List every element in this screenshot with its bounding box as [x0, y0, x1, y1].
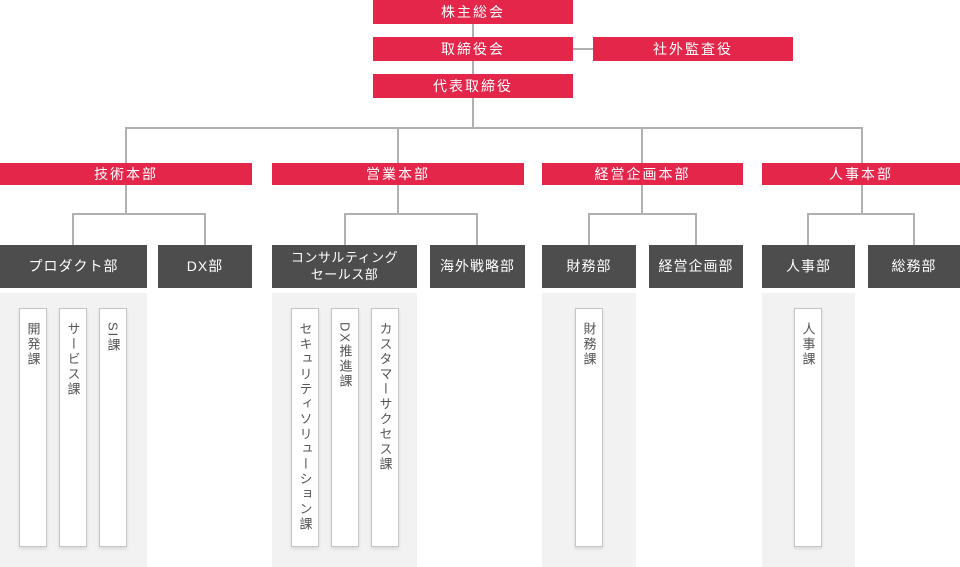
dept-label: DX部	[186, 258, 224, 275]
connector-line	[72, 213, 74, 245]
connector-line	[861, 127, 863, 163]
dept-box-corporate-planning-dept: 経営企画部	[649, 245, 743, 288]
connector-line	[807, 213, 915, 215]
section-box-security-solution: セキュリティソリューション課	[291, 308, 319, 547]
connector-line	[125, 127, 863, 129]
box-label: 社外監査役	[653, 41, 733, 57]
dept-label-line2: セールス部	[310, 266, 379, 282]
connector-line	[397, 185, 399, 215]
dept-label: 総務部	[891, 258, 937, 275]
connector-line	[204, 213, 206, 245]
box-board-of-directors: 取締役会	[373, 37, 573, 61]
section-label: セキュリティソリューション課	[297, 322, 313, 532]
section-box-hr-section: 人事課	[794, 308, 822, 547]
connector-line	[125, 127, 127, 163]
dept-label: 海外戦略部	[440, 258, 515, 275]
section-label: 開発課	[25, 322, 41, 367]
connector-line	[344, 213, 346, 245]
connector-line	[476, 213, 478, 245]
connector-line	[641, 185, 643, 215]
dept-box-dx: DX部	[158, 245, 252, 288]
connector-line	[72, 213, 206, 215]
section-box-dx-promotion: DX推進課	[331, 308, 359, 547]
box-representative-director: 代表取締役	[373, 74, 573, 98]
dept-box-finance: 財務部	[542, 245, 636, 288]
box-label: 株主総会	[441, 4, 505, 20]
section-label: SI課	[105, 322, 121, 354]
connector-line	[344, 213, 478, 215]
division-label: 技術本部	[94, 166, 158, 182]
dept-box-general-affairs: 総務部	[868, 245, 960, 288]
connector-line	[472, 61, 474, 74]
section-label: カスタマーサクセス課	[377, 322, 393, 472]
connector-line	[913, 213, 915, 245]
connector-line	[472, 98, 474, 128]
connector-line	[125, 185, 127, 215]
division-label: 人事本部	[829, 166, 893, 182]
dept-label-line1: コンサルティング	[290, 249, 399, 265]
dept-label: 人事部	[786, 258, 831, 275]
connector-line	[588, 213, 697, 215]
dept-label: 財務部	[566, 258, 612, 275]
dept-label: 経営企画部	[658, 258, 734, 275]
connector-line	[573, 48, 593, 50]
box-label: 代表取締役	[433, 78, 513, 94]
dept-box-hr-dept: 人事部	[762, 245, 855, 288]
division-label: 営業本部	[366, 166, 430, 182]
dept-box-consulting-sales: コンサルティング セールス部	[272, 245, 417, 288]
division-bar-corporate-planning: 経営企画本部	[542, 163, 743, 185]
section-box-service: サービス課	[59, 308, 87, 547]
connector-line	[861, 185, 863, 215]
section-box-si: SI課	[99, 308, 127, 547]
box-outside-auditor: 社外監査役	[593, 37, 793, 61]
division-bar-hr: 人事本部	[762, 163, 960, 185]
section-label: 財務課	[581, 322, 597, 367]
connector-line	[472, 24, 474, 37]
section-label: DX推進課	[337, 322, 353, 390]
connector-line	[695, 213, 697, 245]
section-box-development: 開発課	[19, 308, 47, 547]
section-box-customer-success: カスタマーサクセス課	[371, 308, 399, 547]
box-label: 取締役会	[441, 41, 505, 57]
connector-line	[641, 127, 643, 163]
dept-label: プロダクト部	[28, 258, 119, 275]
dept-box-overseas-strategy: 海外戦略部	[430, 245, 525, 288]
division-label: 経営企画本部	[594, 166, 691, 182]
division-bar-technology: 技術本部	[0, 163, 252, 185]
box-shareholders-meeting: 株主総会	[373, 0, 573, 24]
division-bar-sales: 営業本部	[272, 163, 524, 185]
connector-line	[807, 213, 809, 245]
section-label: 人事課	[800, 322, 816, 367]
dept-box-product: プロダクト部	[0, 245, 147, 288]
section-box-finance-section: 財務課	[575, 308, 603, 547]
section-label: サービス課	[65, 322, 81, 397]
connector-line	[588, 213, 590, 245]
connector-line	[397, 127, 399, 163]
